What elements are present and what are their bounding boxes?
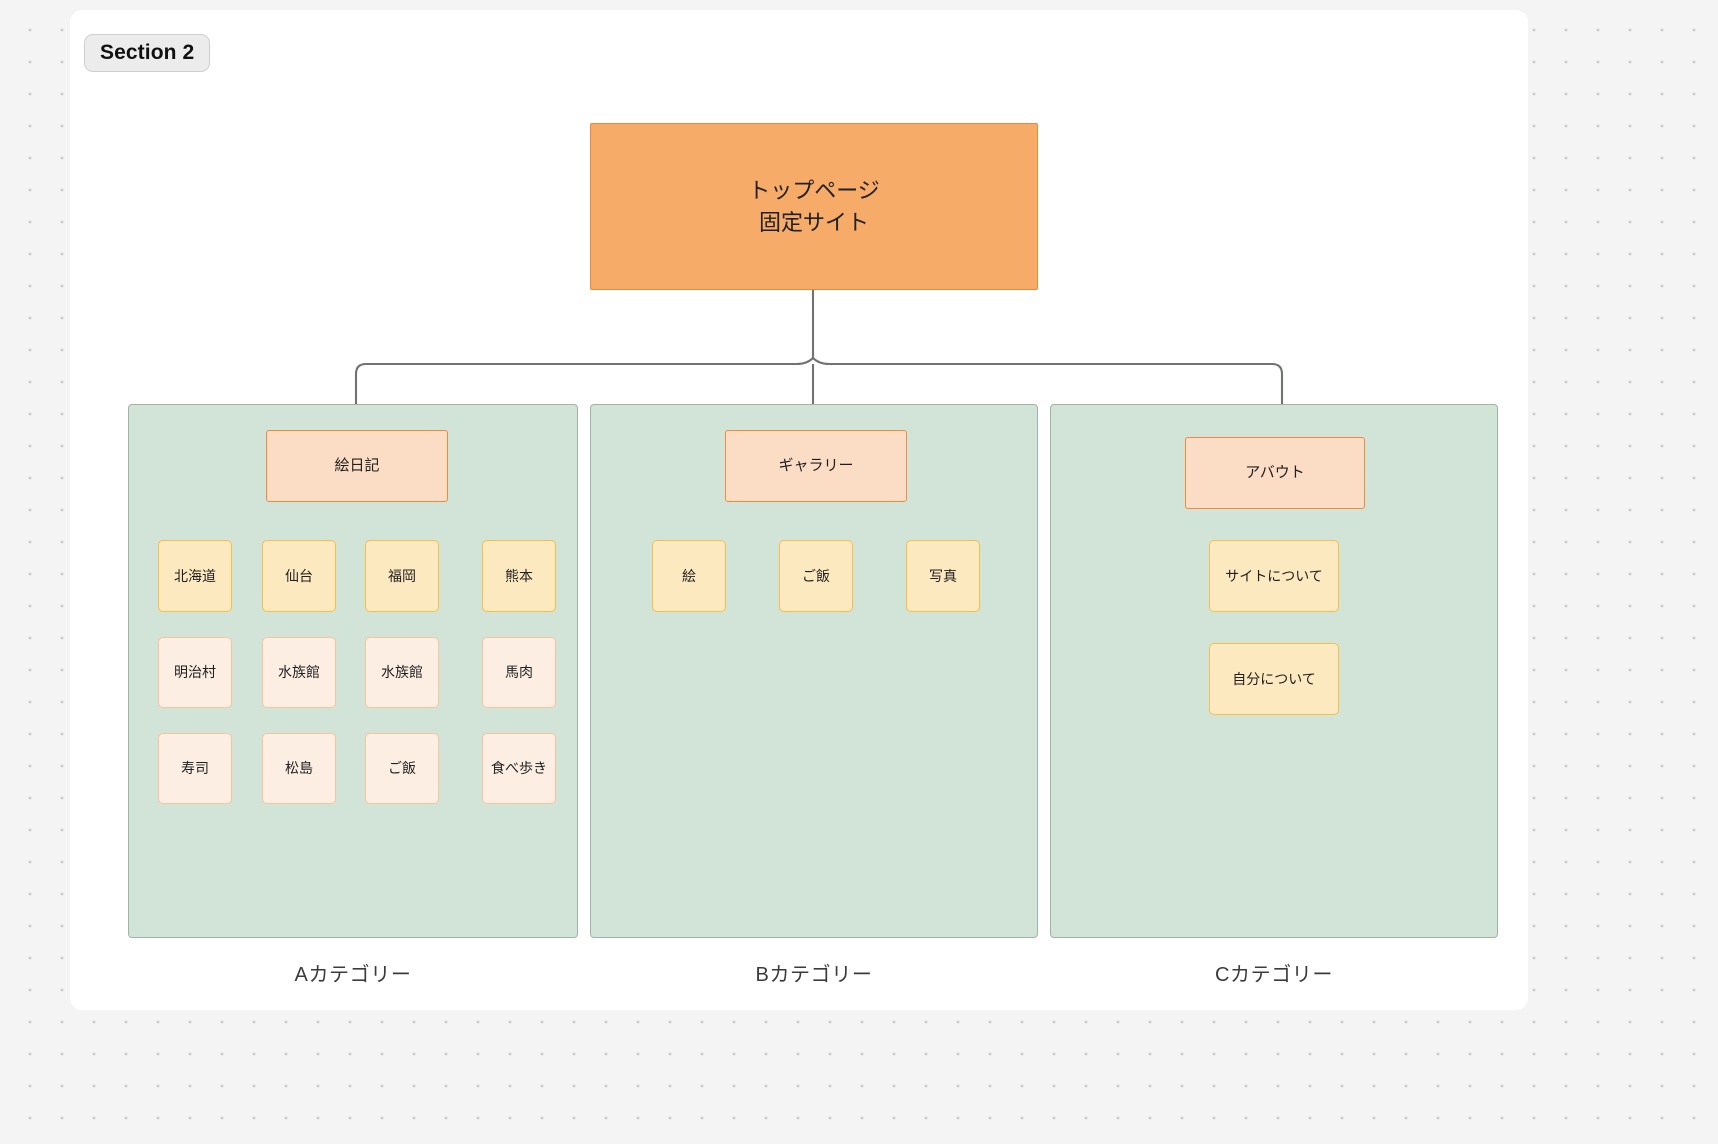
node-a4-lvl4[interactable]: 食べ歩き [482, 733, 556, 804]
node-a4-lvl2[interactable]: 熊本 [482, 540, 556, 612]
node-a2-lvl3[interactable]: 水族館 [262, 637, 336, 708]
node-b-head[interactable]: ギャラリー [725, 430, 907, 502]
group-label-a: Aカテゴリー [294, 964, 412, 986]
node-a3-lvl3[interactable]: 水族館 [365, 637, 439, 708]
node-a1-lvl4[interactable]: 寿司 [158, 733, 232, 804]
node-b1[interactable]: 絵 [652, 540, 726, 612]
node-a2-lvl2[interactable]: 仙台 [262, 540, 336, 612]
node-root[interactable]: トップページ 固定サイト [590, 123, 1038, 290]
node-a4-lvl3[interactable]: 馬肉 [482, 637, 556, 708]
node-a-head[interactable]: 絵日記 [266, 430, 448, 502]
node-b3[interactable]: 写真 [906, 540, 980, 612]
node-b2[interactable]: ご飯 [779, 540, 853, 612]
node-a3-lvl2[interactable]: 福岡 [365, 540, 439, 612]
node-c-head[interactable]: アバウト [1185, 437, 1365, 509]
group-label-b: Bカテゴリー [755, 964, 873, 986]
node-a3-lvl4[interactable]: ご飯 [365, 733, 439, 804]
group-label-c: Cカテゴリー [1214, 964, 1334, 986]
node-a2-lvl4[interactable]: 松島 [262, 733, 336, 804]
node-c-2[interactable]: 自分について [1209, 643, 1339, 715]
node-a1-lvl2[interactable]: 北海道 [158, 540, 232, 612]
node-a1-lvl3[interactable]: 明治村 [158, 637, 232, 708]
section-badge[interactable]: Section 2 [84, 34, 211, 72]
node-c-1[interactable]: サイトについて [1209, 540, 1339, 612]
